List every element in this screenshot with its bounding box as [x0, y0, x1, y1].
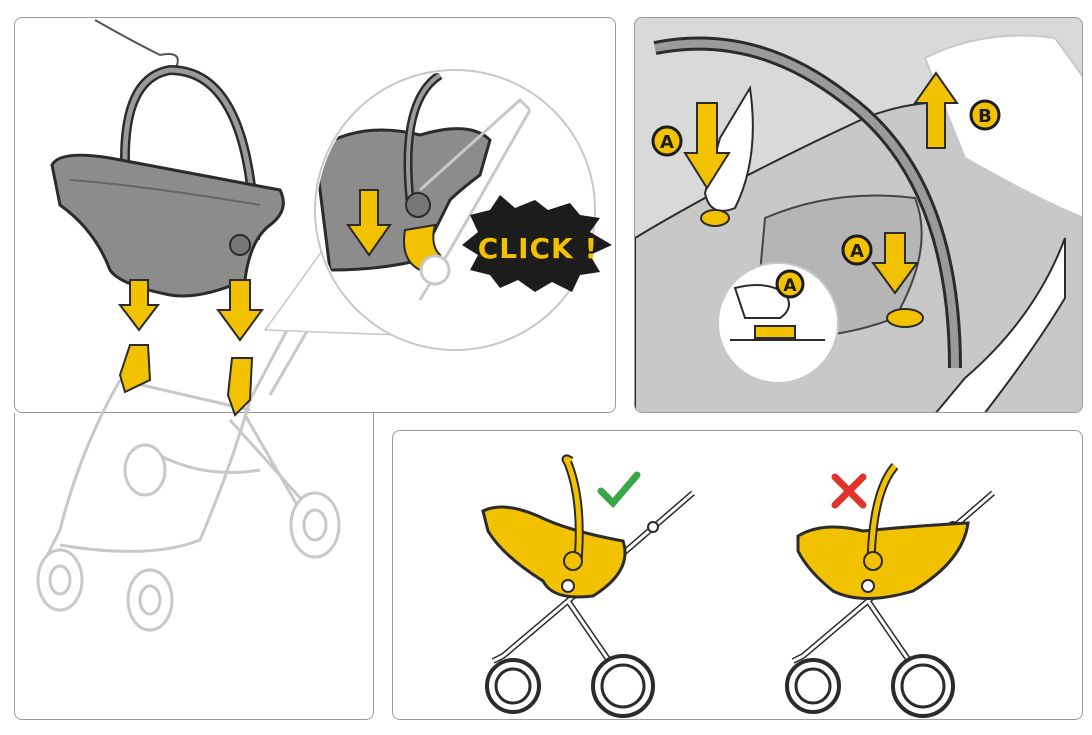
step-panel-orientation — [392, 430, 1083, 720]
release-button-icon — [754, 325, 796, 339]
correct-orientation — [481, 454, 695, 718]
badge-b: B — [969, 99, 1001, 131]
svg-text:A: A — [783, 276, 797, 296]
badge-a-2: A — [841, 234, 873, 266]
release-button-a — [700, 209, 730, 227]
stroller-wheels — [36, 443, 341, 632]
car-seat-shell — [481, 505, 627, 599]
hand-icon — [935, 237, 1066, 412]
svg-text:A: A — [660, 132, 674, 153]
car-seat-shell — [796, 521, 970, 600]
inset-button-detail: A — [717, 262, 839, 384]
badge-a-1: A — [651, 125, 683, 157]
down-arrow-icon — [683, 102, 919, 295]
down-arrow-icon — [346, 189, 392, 257]
illustration-panel-3 — [481, 454, 995, 718]
step-panel-release-seat: A A B A — [634, 17, 1083, 413]
stroller-adapters — [118, 344, 254, 417]
svg-text:B: B — [978, 106, 992, 127]
click-burst — [462, 195, 612, 292]
illustration-panel-2: A A B A — [635, 34, 1082, 412]
check-icon — [597, 471, 641, 509]
cross-icon — [831, 473, 867, 509]
click-callout: CLICK ! — [478, 232, 599, 265]
release-button-a2 — [886, 308, 924, 328]
up-arrow-icon — [913, 71, 959, 149]
incorrect-orientation — [785, 463, 995, 718]
down-arrow-icon — [117, 279, 264, 342]
svg-text:A: A — [850, 241, 864, 262]
finger-icon — [703, 85, 754, 212]
car-seat-shell — [50, 153, 285, 298]
seat-pivot — [229, 234, 251, 256]
